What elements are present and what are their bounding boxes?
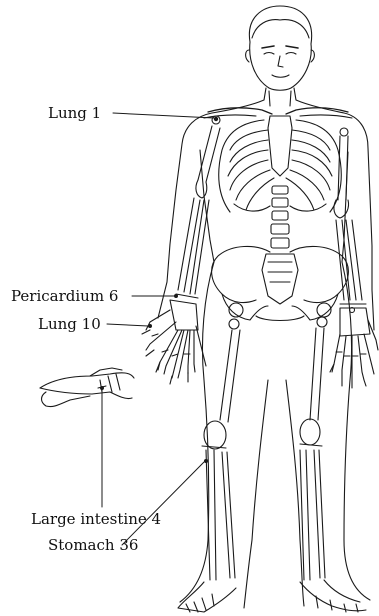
stomach-36-point [204, 459, 208, 463]
label-lung-1: Lung 1 [48, 104, 101, 122]
label-lung-10: Lung 10 [38, 315, 101, 333]
spine [271, 186, 289, 248]
lung-10-point [148, 324, 152, 328]
head [246, 6, 315, 90]
lung-1-point [214, 117, 218, 121]
pericardium-6-point [174, 294, 178, 298]
body-outline [158, 113, 374, 608]
feet [178, 580, 366, 612]
femurs [220, 317, 327, 422]
left-hand [142, 300, 206, 384]
pelvis [212, 246, 349, 320]
right-hand [330, 308, 378, 388]
hand-inset [40, 368, 134, 407]
neck [212, 88, 344, 113]
leader-stomach-36 [122, 462, 204, 545]
large-intestine-4-point [100, 386, 104, 390]
leader-lung-1 [113, 113, 214, 118]
label-stomach-36: Stomach 36 [48, 536, 138, 554]
leader-lung-10 [107, 324, 148, 326]
lower-legs [206, 450, 325, 580]
label-pericardium-6: Pericardium 6 [11, 287, 118, 305]
label-large-intestine-4: Large intestine 4 [31, 510, 161, 528]
